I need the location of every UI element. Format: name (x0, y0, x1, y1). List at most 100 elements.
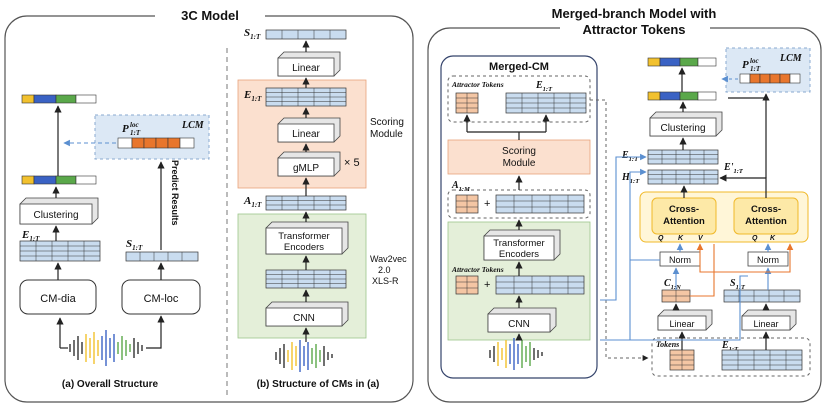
gmlp-box: gMLP (277, 151, 341, 177)
plus-sign-a: + (484, 198, 490, 210)
linear-top-box: Linear (277, 51, 341, 77)
feature-matrix-merged-a (495, 194, 585, 214)
svg-text:Linear: Linear (292, 63, 320, 74)
embedding-matrix-bottom (721, 349, 803, 371)
svg-text:CNN: CNN (293, 313, 315, 324)
attractor-tokens-bottom-label: Attractor Tokens (451, 265, 504, 274)
scoring-label-merged-1: Scoring (502, 146, 536, 157)
svg-text:Attention: Attention (745, 216, 787, 227)
p-loc-label-left: P (122, 123, 129, 135)
cross-attention-left: Cross- Attention Q K V (651, 197, 717, 242)
h-matrix (647, 169, 719, 185)
e2-label: E1:T (621, 150, 639, 163)
svg-text:Clustering: Clustering (660, 123, 705, 134)
caption-a: (a) Overall Structure (62, 379, 159, 390)
c-label: C1:N (664, 278, 681, 291)
scoring-label-merged-2: Module (503, 158, 536, 169)
lcm-prob-bar-left (117, 137, 195, 149)
lcm-label-right: LCM (779, 53, 803, 64)
a-label-mid: A1:T (243, 195, 262, 209)
a-label-merged: A1:M (451, 180, 470, 193)
lcm-box-right (725, 47, 811, 93)
linear-box-right-2: Linear (741, 309, 797, 331)
svg-text:CNN: CNN (508, 319, 530, 330)
s-label-mid: S1:T (244, 27, 261, 41)
svg-text:Linear: Linear (753, 319, 778, 329)
svg-text:Transformer: Transformer (278, 231, 329, 242)
scoring-module-merged (447, 139, 591, 175)
svg-text:K: K (770, 235, 776, 242)
e3-label: E1:T (721, 340, 739, 353)
merged-cm-label: Merged-CM (489, 61, 549, 73)
svg-text:Clustering: Clustering (33, 210, 78, 221)
score-vector-left (125, 251, 199, 262)
p-loc-label-right: P (742, 59, 749, 71)
p-loc-sup-right: loc (750, 57, 759, 65)
e-label-mid: E1:T (243, 89, 262, 103)
right-title-1: Merged-branch Model with (552, 6, 717, 21)
svg-text:Cross-: Cross- (751, 204, 781, 215)
svg-text:Q: Q (752, 235, 758, 242)
svg-text:Linear: Linear (292, 129, 320, 140)
attractor-tokens-top-label: Attractor Tokens (451, 80, 504, 89)
svg-text:gMLP: gMLP (293, 163, 319, 174)
tokens-label: Tokens (656, 340, 679, 349)
lcm-box-left (94, 114, 210, 160)
waveform-mid (275, 340, 333, 372)
p-loc-sub-right: 1:T (750, 65, 761, 73)
output-label-bar-2 (21, 175, 97, 185)
transformer-encoders-box-mid: Transformer Encoders (265, 221, 349, 255)
output-label-bar-right-1 (647, 57, 717, 67)
transformer-encoders-box-merged: Transformer Encoders (483, 229, 561, 261)
tokens-group (651, 337, 811, 377)
svg-text:Q: Q (658, 235, 664, 242)
attractor-token-matrix-top (455, 92, 479, 114)
token-matrix-bottom (669, 349, 695, 371)
svg-text:K: K (678, 235, 684, 242)
dashed-connector (590, 99, 649, 361)
norm-box-right: Norm (747, 251, 789, 267)
cm-dia-label: CM-dia (40, 293, 76, 305)
gmlp-repeat-label: × 5 (344, 157, 360, 169)
eprime-label: E'1:T (723, 162, 744, 175)
left-title: 3C Model (181, 8, 239, 23)
plus-sign-bottom: + (484, 279, 490, 291)
svg-text:Norm: Norm (669, 255, 691, 265)
cnn-box-mid: CNN (265, 301, 349, 327)
svg-text:Encoders: Encoders (499, 249, 539, 260)
embedding-matrix-mid (265, 87, 347, 107)
e-label-merged: E1:T (535, 80, 553, 93)
embedding-matrix-left (19, 240, 101, 262)
lcm-label-left: LCM (181, 120, 205, 131)
wav2vec-label-1: Wav2vec (370, 254, 407, 264)
p-loc-sup-left: loc (130, 121, 139, 129)
output-label-bar-1 (21, 94, 97, 104)
p-loc-sub-left: 1:T (130, 129, 141, 137)
merged-cm-box (440, 55, 598, 379)
s-label-right: S1:T (730, 278, 746, 291)
scoring-label-mid-1: Scoring (370, 117, 404, 128)
waveform-left (69, 330, 143, 366)
e2-matrix (647, 149, 719, 165)
svg-text:Encoders: Encoders (284, 242, 324, 253)
c-matrix (661, 289, 691, 303)
wav2vec-label-2: 2.0 (378, 265, 391, 275)
predict-results-label: Predict Results (170, 160, 180, 226)
cnn-box-merged: CNN (487, 307, 557, 333)
linear-box-right-1: Linear (657, 309, 713, 331)
svg-text:Transformer: Transformer (493, 238, 544, 249)
cnn-feature-matrix-mid (265, 269, 347, 289)
attractor-token-matrix-a (455, 194, 479, 214)
cm-loc-label: CM-loc (144, 293, 179, 305)
cnn-feature-matrix-merged (495, 275, 585, 295)
caption-b: (b) Structure of CMs in (a) (257, 379, 380, 390)
scoring-label-mid-2: Module (370, 129, 403, 140)
feature-matrix-mid (265, 195, 347, 211)
wav2vec-label-3: XLS-R (372, 276, 399, 286)
embedding-matrix-merged-top (505, 92, 587, 114)
output-label-bar-right-2 (647, 91, 717, 101)
clustering-box-right: Clustering (649, 111, 723, 137)
svg-text:V: V (698, 235, 704, 242)
attractor-token-matrix-bottom (455, 275, 479, 295)
